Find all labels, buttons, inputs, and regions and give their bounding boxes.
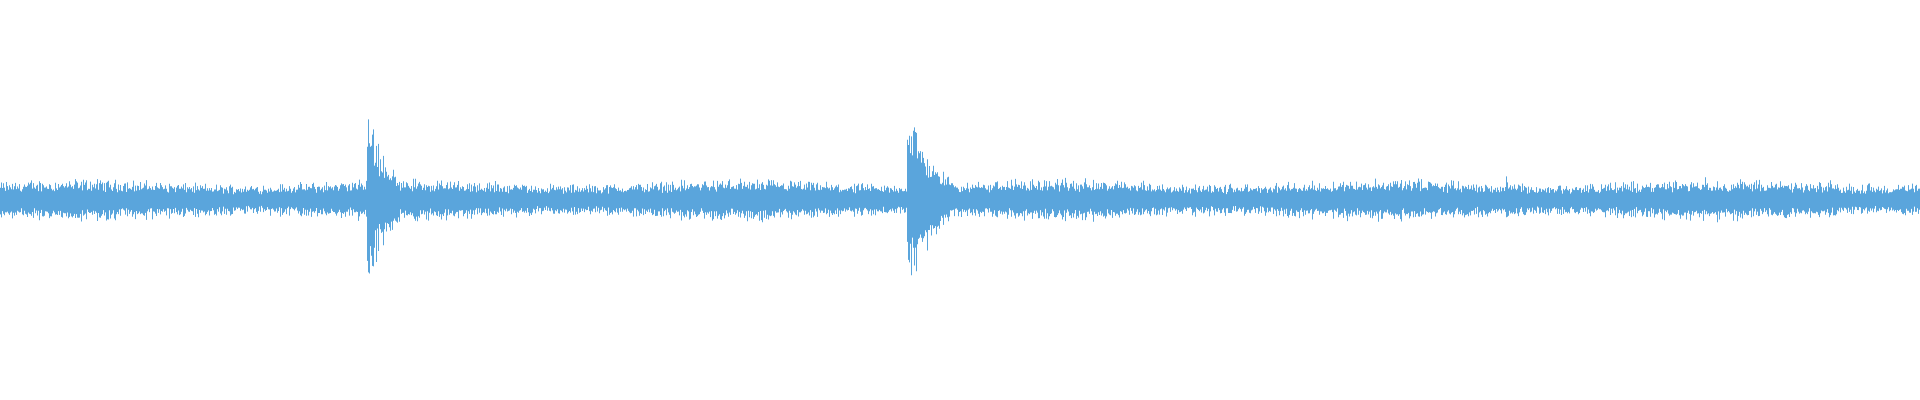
waveform-bars (0, 119, 1920, 276)
